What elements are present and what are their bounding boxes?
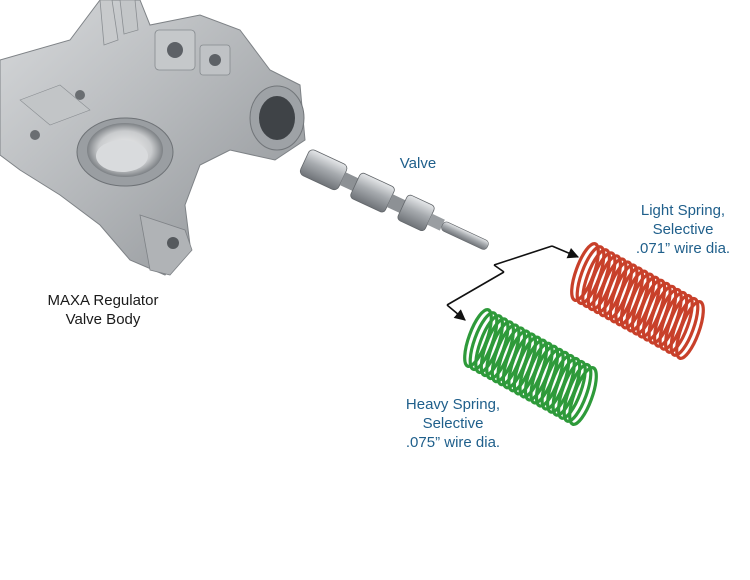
spring-coil [675, 300, 705, 360]
light-spring-label-line-2: Selective [652, 221, 714, 238]
light-spring-label-line-1: Light Spring, [640, 202, 726, 219]
connector-arrows [446, 245, 580, 321]
valve-body-label-line-2: Valve Body [65, 311, 141, 328]
valve-body-label-line-1: MAXA Regulator [47, 292, 159, 309]
heavy-spring-label: Heavy Spring, Selective .075” wire dia. [390, 395, 516, 452]
light-spring-label-line-3: .071” wire dia. [635, 240, 731, 257]
spring-coil [664, 293, 694, 354]
heavy-spring-label-line-2: Selective [422, 415, 484, 432]
spring-coil [669, 296, 700, 357]
light-spring-label: Light Spring, Selective .071” wire dia. [620, 201, 746, 258]
heavy-spring-label-line-1: Heavy Spring, [405, 396, 501, 413]
valve-part [299, 149, 489, 250]
spring-coil [568, 366, 598, 426]
spring-coil [557, 359, 587, 420]
valve-label: Valve [399, 155, 437, 172]
valve-body-label: MAXA Regulator Valve Body [28, 291, 178, 329]
heavy-spring-label-line-3: .075” wire dia. [405, 434, 501, 451]
light-spring [570, 242, 705, 360]
spring-coil [562, 362, 593, 423]
heavy-spring [463, 308, 598, 426]
valve-body-casting [0, 0, 306, 276]
